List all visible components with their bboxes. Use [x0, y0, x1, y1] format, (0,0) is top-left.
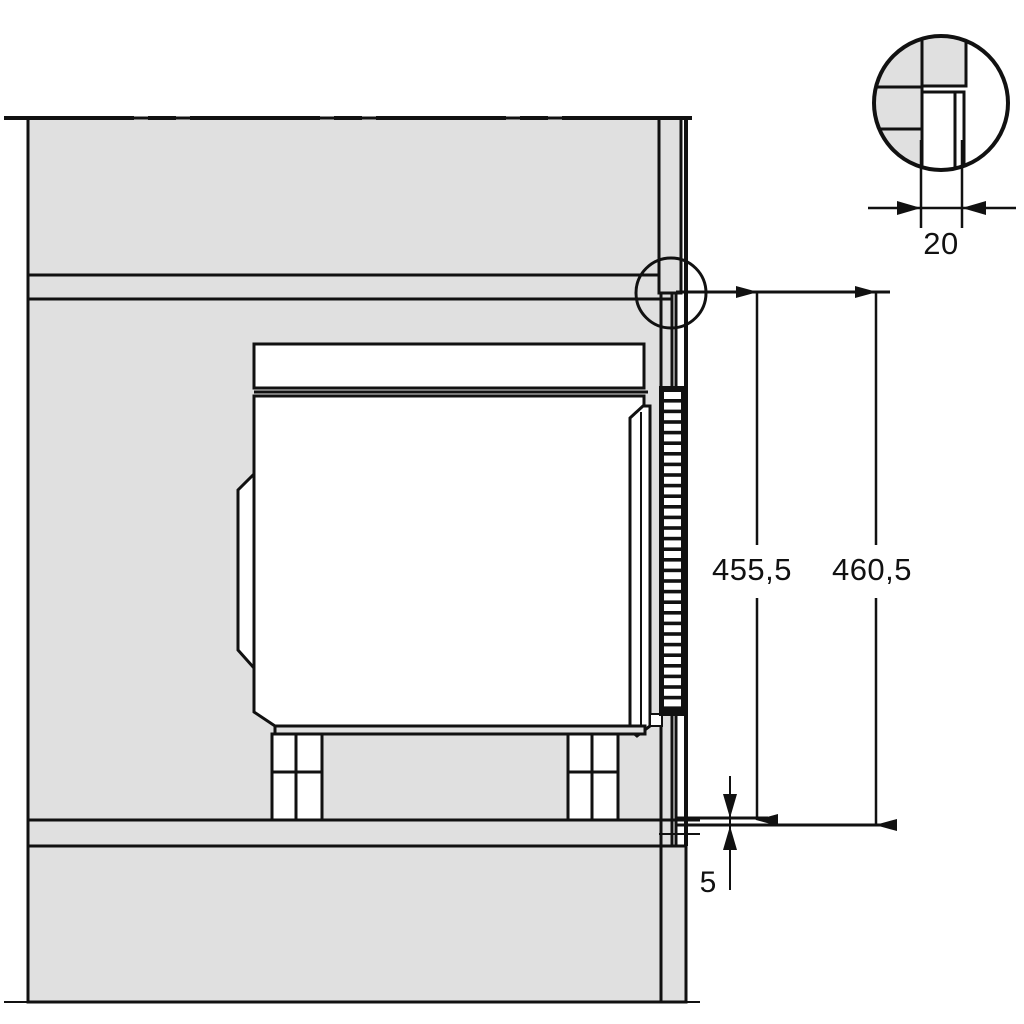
vent-grille-slot — [664, 392, 681, 399]
appliance-bottom-lip — [273, 724, 647, 736]
appliance-rear-connector — [236, 470, 256, 672]
detail-source-circle — [634, 256, 708, 330]
vent-grille-slot — [664, 529, 681, 537]
vent-grille-slot — [664, 593, 681, 601]
vent-grille-slot — [664, 678, 681, 686]
vent-grille-slot — [664, 423, 681, 431]
cabinet-base-panel — [26, 844, 674, 1004]
appliance-oven — [236, 342, 686, 822]
vent-grille-slot — [664, 657, 681, 664]
vent-grille-slot — [664, 582, 681, 590]
vent-grille-slot — [664, 402, 681, 410]
dim-5-label: 5 — [700, 866, 717, 899]
vent-grille-slot — [664, 688, 681, 696]
front-panel-upper-gray — [657, 116, 683, 295]
vent-grille-slot — [664, 519, 681, 527]
cabinet-side-panel-upper — [26, 116, 674, 277]
vent-grille-slot — [664, 635, 681, 643]
appliance-body — [252, 394, 646, 728]
dim-20-label: 20 — [923, 226, 958, 261]
dim-20-arrow-right — [897, 201, 921, 215]
detail-gray-block-bottom-left — [874, 127, 924, 170]
detail-circle-outline — [872, 34, 1010, 172]
cabinet-lower-shelf — [26, 818, 674, 848]
vent-grille-slot — [664, 614, 681, 622]
dimension-455-5: 455,5 — [676, 286, 890, 826]
vent-grille-slot — [664, 625, 681, 633]
vent-grille-slot — [664, 508, 681, 516]
vent-grille-slot — [664, 667, 681, 675]
dimension-5: 5 — [676, 776, 768, 899]
dim-5-arrow-up — [723, 826, 737, 850]
vent-grille-slot — [664, 466, 681, 474]
dim-460-label: 460,5 — [832, 552, 912, 587]
dim-5-arrow-down — [723, 794, 737, 818]
front-panel-lower-gray — [659, 844, 688, 1004]
appliance-vent-grille — [659, 386, 686, 716]
dim-20-arrow-left — [962, 201, 986, 215]
vent-grille-slot — [664, 540, 681, 548]
detail-callout-enlarged: 20 — [868, 34, 1016, 261]
vent-grille-slot — [664, 699, 681, 707]
cabinet-upper-shelf — [26, 273, 674, 301]
vent-grille-slot — [664, 604, 681, 611]
vent-grille-slot — [664, 572, 681, 580]
appliance-top-panel — [252, 342, 646, 390]
vent-grille-slot — [664, 434, 681, 442]
vent-grille-slot — [664, 561, 681, 569]
appliance-detail-square — [649, 713, 663, 727]
vent-grille-slot — [664, 413, 681, 421]
vent-grille-slot — [664, 455, 681, 463]
dimension-460-5: 460,5 — [676, 286, 912, 831]
detail-gray-block-mid-left — [874, 85, 924, 131]
dim-455-label: 455,5 — [712, 552, 792, 587]
vent-grille-slot — [664, 476, 681, 484]
detail-gray-block-top-right — [920, 36, 968, 88]
appliance-feet — [270, 732, 620, 822]
vent-grille-slot — [664, 498, 681, 505]
vent-grille-slot — [664, 445, 681, 452]
detail-frame-element — [920, 90, 966, 170]
vent-grille-slot — [664, 551, 681, 558]
vent-grille-slot — [664, 487, 681, 495]
vent-grille-slot — [664, 646, 681, 654]
